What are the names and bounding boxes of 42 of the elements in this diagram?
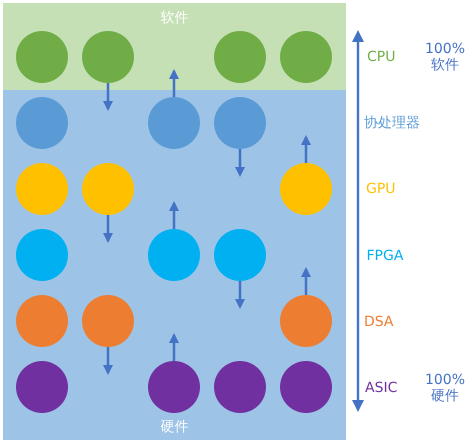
circle <box>214 229 266 281</box>
percent-label: 100% 硬件 <box>424 372 466 404</box>
circle <box>214 31 266 83</box>
row-label: 协处理器 <box>364 114 420 132</box>
circle <box>16 163 68 215</box>
circle <box>214 97 266 149</box>
circle <box>16 229 68 281</box>
arrow <box>235 281 245 309</box>
circle <box>16 97 68 149</box>
arrow <box>169 69 179 97</box>
row-label: FPGA <box>366 248 404 264</box>
hardware-band <box>3 90 346 440</box>
circle <box>82 163 134 215</box>
circle <box>82 295 134 347</box>
circle <box>148 97 200 149</box>
band-title: 硬件 <box>160 418 188 436</box>
circle <box>16 361 68 413</box>
arrow <box>301 267 311 295</box>
row-label: GPU <box>366 180 396 198</box>
software-band <box>3 3 346 90</box>
circle <box>148 229 200 281</box>
circle <box>280 295 332 347</box>
arrow <box>103 347 113 375</box>
row-label: DSA <box>364 314 394 330</box>
circle <box>214 361 266 413</box>
arrow <box>169 201 179 229</box>
arrow <box>169 333 179 361</box>
circle <box>280 163 332 215</box>
circle <box>280 361 332 413</box>
circle <box>16 31 68 83</box>
circle <box>280 31 332 83</box>
arrow <box>301 135 311 163</box>
circle <box>148 361 200 413</box>
arrow <box>103 83 113 111</box>
percent-label: 100% 软件 <box>424 41 466 73</box>
arrow <box>235 149 245 177</box>
band-title: 软件 <box>160 9 188 27</box>
arrow <box>103 215 113 243</box>
row-label: ASIC <box>365 380 398 396</box>
row-label: CPU <box>367 48 396 66</box>
circle <box>82 31 134 83</box>
circle <box>16 295 68 347</box>
